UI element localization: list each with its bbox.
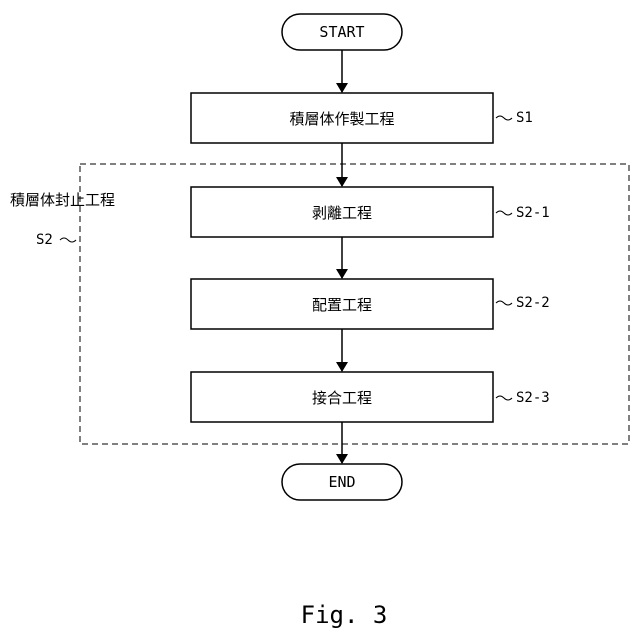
step-label-s2-1: 剥離工程 xyxy=(312,204,372,222)
ref-s2-1: S2-1 xyxy=(516,205,550,221)
leader-s2-2 xyxy=(496,301,512,305)
step-label-s2-3: 接合工程 xyxy=(312,389,372,407)
step-label-s2-2: 配置工程 xyxy=(312,296,372,314)
ref-s2-2: S2-2 xyxy=(516,295,550,311)
group-ref: S2 xyxy=(36,232,53,248)
ref-s1: S1 xyxy=(516,110,533,126)
step-label-s1: 積層体作製工程 xyxy=(289,110,394,128)
ref-s2-3: S2-3 xyxy=(516,390,550,406)
leader-s2-1 xyxy=(496,211,512,215)
group-label: 積層体封止工程 xyxy=(10,191,115,209)
leader-s1 xyxy=(496,116,512,120)
leader-s2 xyxy=(60,238,76,242)
leader-s2-3 xyxy=(496,396,512,400)
end-label: END xyxy=(328,473,355,491)
start-label: START xyxy=(319,23,364,41)
figure-caption: Fig. 3 xyxy=(301,601,388,629)
